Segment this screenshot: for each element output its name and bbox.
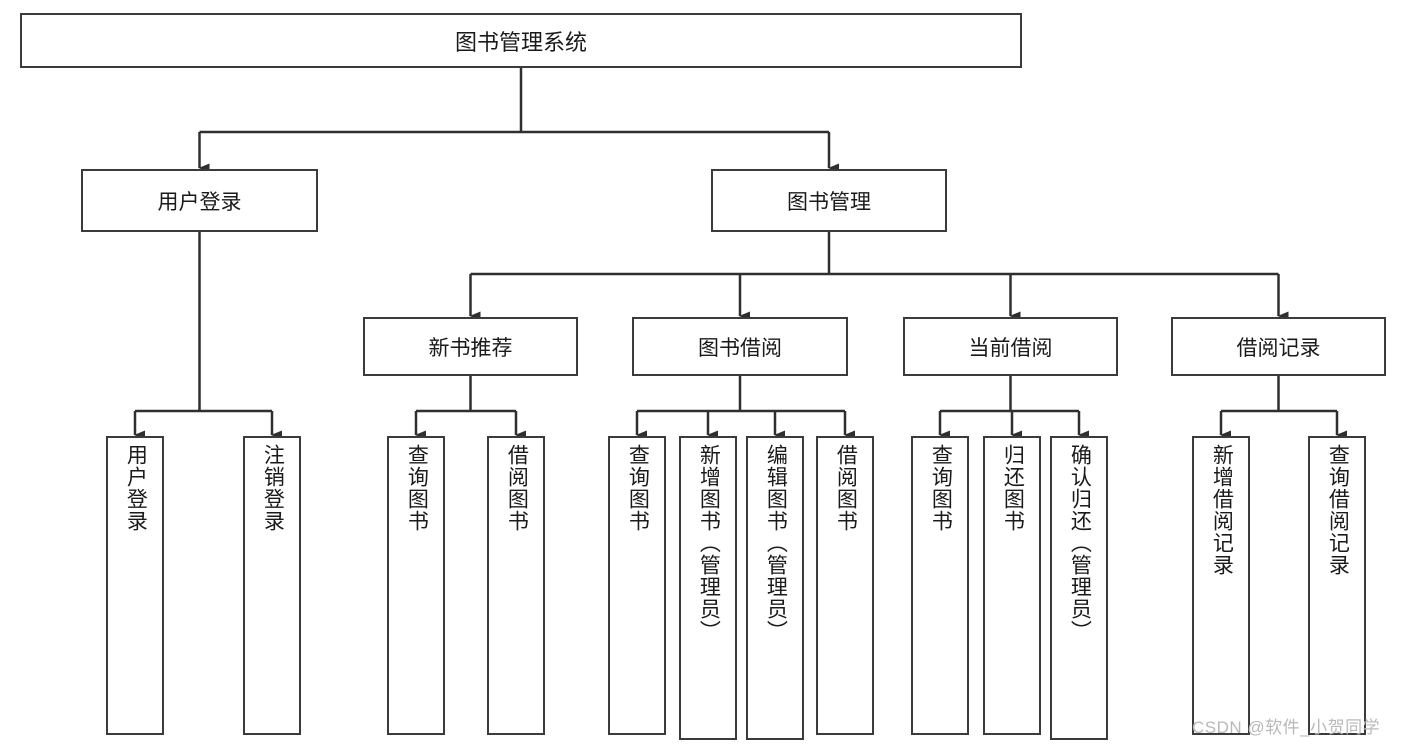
node-l10[interactable]: 归还图书 [983, 436, 1041, 735]
node-label: 编辑图书（管理员） [764, 444, 788, 642]
node-label: 确认归还（管理员） [1068, 444, 1092, 642]
node-label: 用户登录 [157, 190, 242, 214]
node-label: 新增图书（管理员） [697, 444, 721, 642]
node-l12[interactable]: 新增借阅记录 [1192, 436, 1250, 735]
edge-group [133, 68, 1347, 440]
node-login[interactable]: 用户登录 [81, 169, 318, 232]
node-label: 归还图书 [1001, 444, 1025, 532]
node-label: 借阅图书 [505, 444, 529, 532]
node-current[interactable]: 当前借阅 [903, 317, 1118, 376]
node-label: 图书管理 [787, 190, 871, 214]
node-newbook[interactable]: 新书推荐 [363, 317, 578, 376]
node-label: 查询图书 [929, 444, 953, 532]
node-label: 用户登录 [124, 444, 148, 532]
node-borrow[interactable]: 图书借阅 [632, 317, 848, 376]
node-label: 借阅图书 [834, 444, 858, 532]
node-l5[interactable]: 查询图书 [608, 436, 666, 735]
node-label: 借阅记录 [1236, 336, 1321, 360]
node-l3[interactable]: 查询图书 [387, 436, 445, 735]
node-label: 新增借阅记录 [1210, 444, 1234, 576]
node-label: 图书借阅 [698, 336, 782, 360]
node-bookmgmt[interactable]: 图书管理 [711, 169, 947, 232]
node-label: 注销登录 [261, 444, 285, 532]
node-l9[interactable]: 查询图书 [911, 436, 969, 735]
node-l4[interactable]: 借阅图书 [487, 436, 545, 735]
node-l13[interactable]: 查询借阅记录 [1308, 436, 1366, 735]
node-l2[interactable]: 注销登录 [243, 436, 301, 735]
node-label: 查询借阅记录 [1326, 444, 1350, 576]
node-label: 图书管理系统 [454, 29, 587, 55]
node-label: 查询图书 [626, 444, 650, 532]
node-l1[interactable]: 用户登录 [106, 436, 164, 735]
node-root[interactable]: 图书管理系统 [20, 13, 1022, 68]
node-label: 当前借阅 [968, 336, 1053, 360]
node-label: 查询图书 [405, 444, 429, 532]
node-l7[interactable]: 编辑图书（管理员） [746, 436, 804, 740]
node-l6[interactable]: 新增图书（管理员） [679, 436, 737, 740]
node-l11[interactable]: 确认归还（管理员） [1050, 436, 1108, 740]
node-label: 新书推荐 [428, 336, 513, 360]
node-l8[interactable]: 借阅图书 [816, 436, 874, 735]
node-records[interactable]: 借阅记录 [1171, 317, 1386, 376]
